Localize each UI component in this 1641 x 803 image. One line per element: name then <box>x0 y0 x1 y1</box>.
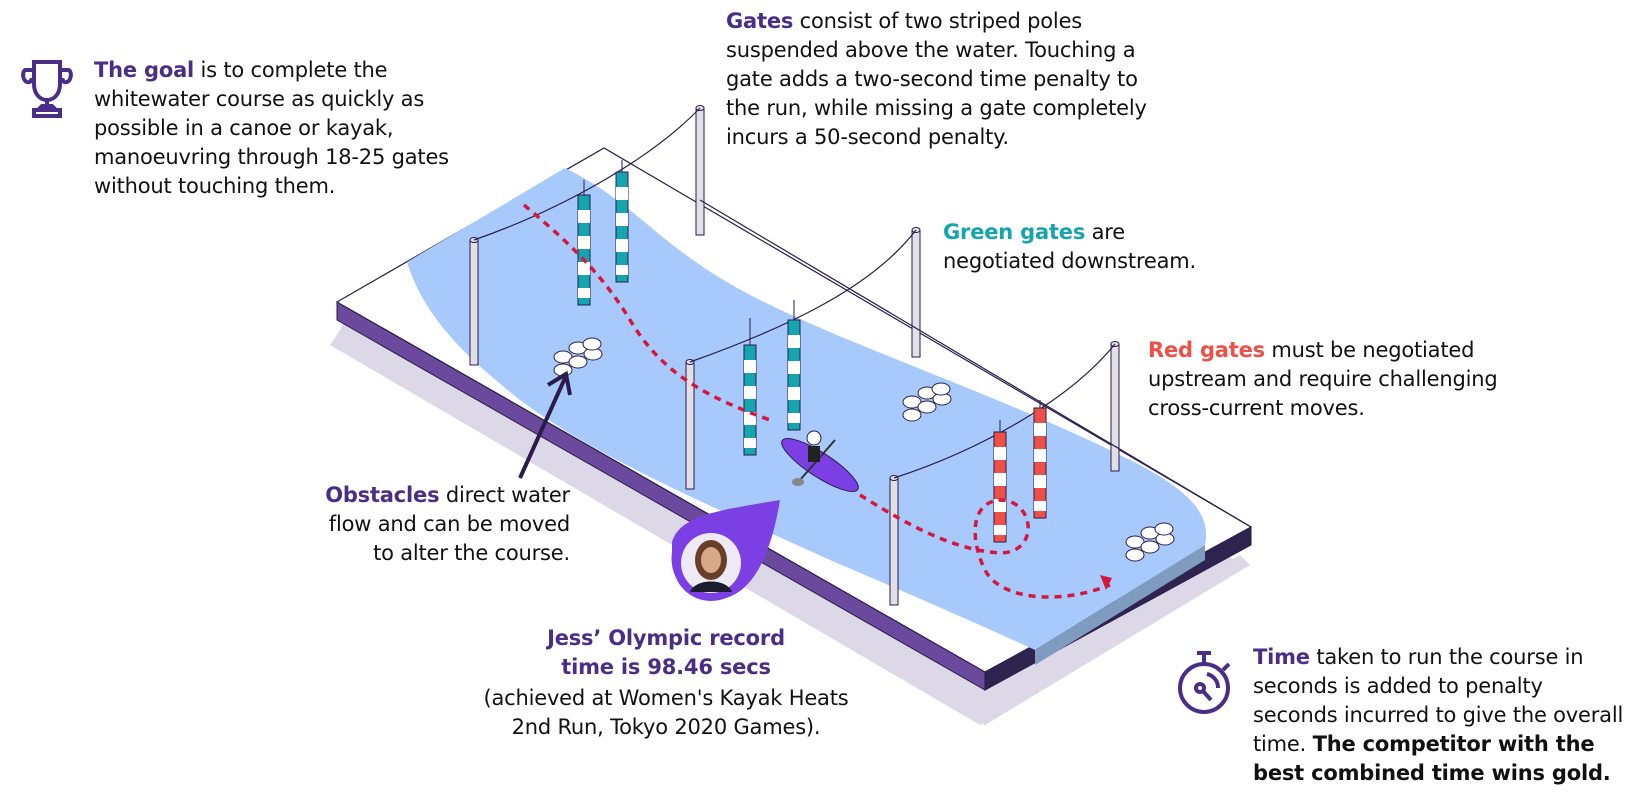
time-line: taken to run the course in <box>1309 645 1584 669</box>
obstacle-cluster <box>902 382 952 422</box>
green-gates-description: Green gates are negotiated downstream. <box>943 218 1196 276</box>
gates-line: the run, while missing a gate completely <box>726 96 1147 120</box>
goal-line: possible in a canoe or kayak, <box>94 116 394 140</box>
green-gates-line: are <box>1085 220 1126 244</box>
goal-lead: The goal <box>94 58 195 82</box>
gates-line: suspended above the water. Touching a <box>726 38 1136 62</box>
kayak-athlete <box>781 430 859 492</box>
race-line-arrowhead <box>1100 575 1112 590</box>
trophy-icon <box>21 60 73 118</box>
obstacles-lead: Obstacles <box>325 483 440 507</box>
obstacles-pointer-arrow <box>518 377 567 479</box>
red-gates-line: must be negotiated <box>1264 338 1475 362</box>
time-lead: Time <box>1253 645 1310 669</box>
time-description: Time taken to run the course in seconds … <box>1253 643 1623 788</box>
obstacles-line: direct water <box>439 483 570 507</box>
green-gates-lead: Green gates <box>943 220 1086 244</box>
time-line: seconds incurred to give the overall <box>1253 703 1624 727</box>
goal-line: manoeuvring through 18-25 gates <box>94 145 449 169</box>
record-detail-line: 2nd Run, Tokyo 2020 Games). <box>511 715 821 739</box>
gates-line: incurs a 50-second penalty. <box>726 125 1009 149</box>
obstacle-cluster <box>1125 522 1175 562</box>
record-time: time is 98.46 secs <box>561 655 771 679</box>
gates-description: Gates consist of two striped poles suspe… <box>726 7 1147 152</box>
goal-line: is to complete the <box>194 58 388 82</box>
goal-line: whitewater course as quickly as <box>94 87 425 111</box>
gates-line: gate adds a two-second time penalty to <box>726 67 1138 91</box>
winner-rule: best combined time wins gold. <box>1253 761 1611 785</box>
obstacles-line: flow and can be moved <box>328 512 570 536</box>
obstacles-description: Obstacles direct water flow and can be m… <box>300 481 570 568</box>
goal-description: The goal is to complete the whitewater c… <box>94 56 449 201</box>
record-detail-line: (achieved at Women's Kayak Heats <box>483 686 849 710</box>
race-line <box>522 203 1111 599</box>
green-gate-1 <box>577 160 629 306</box>
gates-lead: Gates <box>726 9 794 33</box>
water-edge-side <box>1035 545 1205 665</box>
support-poles <box>469 105 1120 606</box>
winner-rule: The competitor with the <box>1312 732 1595 756</box>
red-gates-line: cross-current moves. <box>1148 396 1365 420</box>
obstacles-pointer-arrowhead <box>546 370 572 396</box>
time-line: time. <box>1253 732 1313 756</box>
athlete-pin <box>671 500 780 601</box>
record-detail: (achieved at Women's Kayak Heats 2nd Run… <box>436 684 896 742</box>
record-title: Jess’ Olympic record time is 98.46 secs <box>466 624 866 682</box>
green-gates-line: negotiated downstream. <box>943 249 1197 273</box>
red-gates-description: Red gates must be negotiated upstream an… <box>1148 336 1498 423</box>
record-title-line: Jess’ Olympic record <box>547 626 785 650</box>
goal-line: without touching them. <box>94 174 336 198</box>
red-gates-line: upstream and require challenging <box>1148 367 1498 391</box>
gates-line: consist of two striped poles <box>793 9 1083 33</box>
green-gate-2 <box>743 300 801 456</box>
gate-wires <box>473 107 1252 528</box>
stopwatch-icon <box>1178 651 1231 714</box>
obstacles-line: to alter the course. <box>373 541 570 565</box>
time-line: seconds is added to penalty <box>1253 674 1543 698</box>
red-gates-lead: Red gates <box>1148 338 1265 362</box>
red-gate <box>993 400 1047 543</box>
